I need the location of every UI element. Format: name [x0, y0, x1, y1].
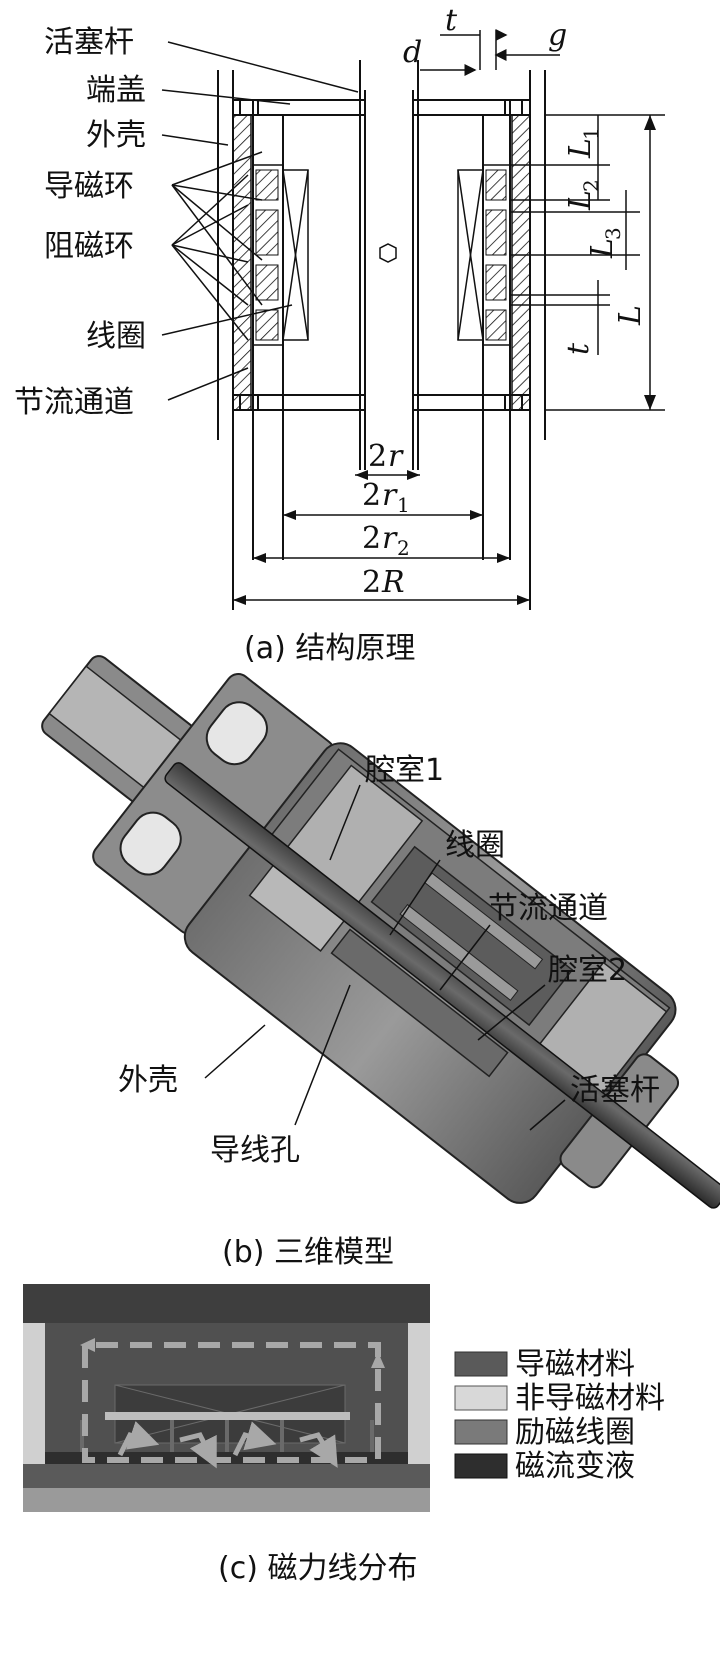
panel-a-structure-diagram: 活塞杆 端盖 外壳 导磁环 阻磁环 线圈 节流通道 t g d L 1 L 2 … [14, 3, 665, 610]
dim-t: t [445, 3, 458, 38]
label-piston-rod: 活塞杆 [44, 25, 134, 60]
svg-text:2: 2 [579, 179, 603, 192]
dim-2R: 2 R [362, 565, 405, 600]
panel-c-legend: 导磁材料 非导磁材料 励磁线圈 磁流变液 [454, 1347, 665, 1484]
legend-label-mr-fluid: 磁流变液 [515, 1449, 635, 1484]
dim-2r: 2 r [368, 439, 404, 474]
label-coil-3d: 线圈 [445, 828, 505, 863]
svg-text:L: L [563, 138, 598, 159]
svg-text:2: 2 [368, 439, 387, 474]
dim-L3: L 3 [585, 227, 625, 259]
label-piston-rod-3d: 活塞杆 [570, 1073, 660, 1108]
dim-2r1: 2 r 1 [362, 478, 410, 517]
svg-text:2: 2 [362, 478, 381, 513]
svg-text:2: 2 [397, 536, 410, 560]
svg-text:L: L [585, 238, 620, 259]
panel-c-field-lines [23, 1284, 430, 1512]
label-non-magnetic-ring: 阻磁环 [44, 229, 134, 264]
label-throttle-channel: 节流通道 [14, 385, 134, 420]
legend-label-non-magnetic: 非导磁材料 [515, 1381, 665, 1416]
label-throttle-channel-3d: 节流通道 [488, 891, 608, 926]
dim-g: g [548, 18, 567, 53]
label-housing: 外壳 [86, 118, 146, 153]
caption-b: (b) 三维模型 [222, 1235, 394, 1270]
dim-L1: L 1 [563, 127, 603, 159]
panel-b-3d-model: 腔室1 线圈 节流通道 腔室2 外壳 活塞杆 导线孔 [41, 655, 720, 1209]
svg-text:1: 1 [579, 127, 603, 140]
svg-text:2: 2 [362, 565, 381, 600]
caption-a: (a) 结构原理 [244, 631, 415, 666]
svg-text:R: R [381, 565, 405, 600]
caption-c: (c) 磁力线分布 [218, 1551, 417, 1586]
dim-d: d [403, 35, 422, 70]
label-wire-hole: 导线孔 [210, 1133, 300, 1168]
svg-text:2: 2 [362, 521, 381, 556]
svg-text:r: r [388, 439, 404, 474]
dim-2r2: 2 r 2 [362, 521, 410, 560]
svg-text:1: 1 [397, 493, 410, 517]
legend-swatch-non-magnetic [454, 1385, 508, 1411]
svg-text:L: L [613, 305, 648, 326]
dim-t-bottom: t [561, 342, 596, 355]
legend-swatch-coil [454, 1419, 508, 1445]
svg-text:r: r [382, 521, 398, 556]
dim-L: L [613, 305, 648, 326]
svg-text:3: 3 [601, 227, 625, 240]
label-coil: 线圈 [86, 319, 146, 354]
svg-text:t: t [561, 342, 596, 355]
legend-label-magnetic: 导磁材料 [515, 1347, 635, 1382]
legend-swatch-mr-fluid [454, 1453, 508, 1479]
dim-L2: L 2 [563, 179, 603, 211]
svg-text:L: L [563, 190, 598, 211]
label-chamber2: 腔室2 [548, 953, 627, 988]
label-chamber1: 腔室1 [365, 753, 444, 788]
label-end-cap: 端盖 [86, 73, 146, 108]
legend-swatch-magnetic [454, 1351, 508, 1377]
label-magnetic-ring: 导磁环 [44, 169, 134, 204]
svg-text:r: r [382, 478, 398, 513]
label-housing-3d: 外壳 [118, 1063, 178, 1098]
legend-label-coil: 励磁线圈 [515, 1415, 635, 1450]
